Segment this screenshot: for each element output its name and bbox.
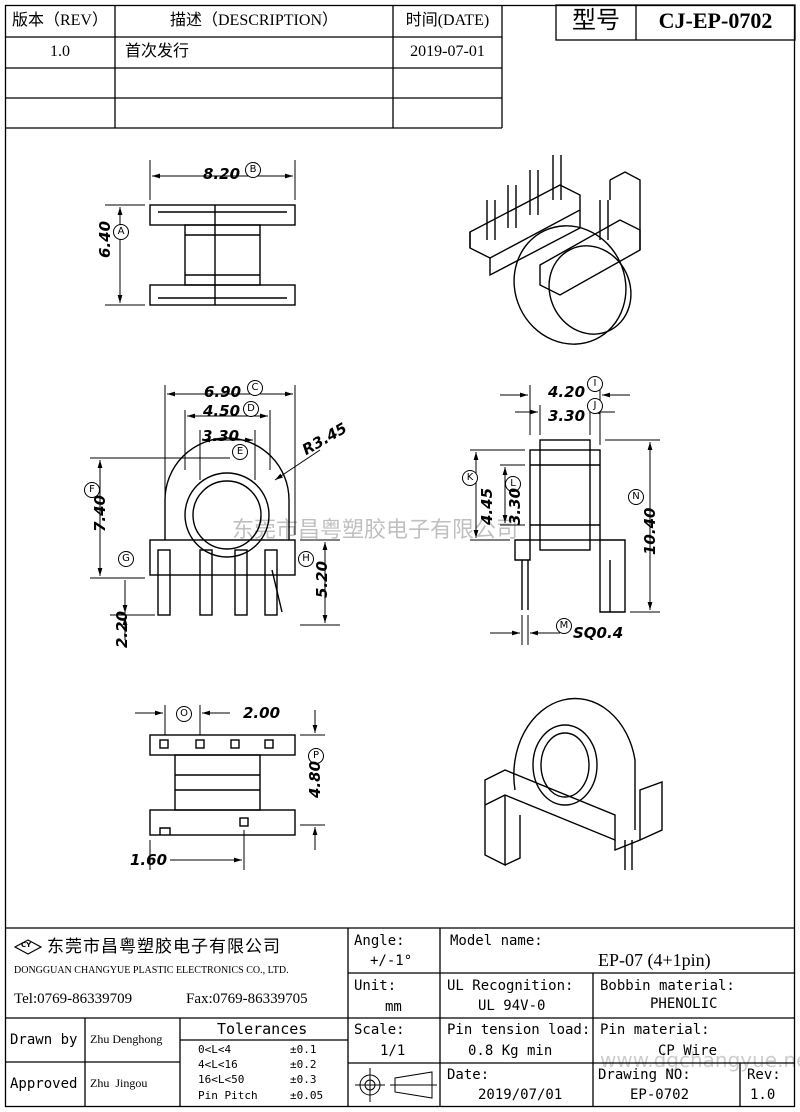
tol-value-4: ±0.05 [290, 1089, 324, 1102]
tag-o: O [176, 706, 192, 722]
dim-width-top: 8.20 [203, 165, 241, 183]
ul-value: UL 94V-0 [478, 998, 546, 1014]
pinmat-label: Pin material: [600, 1022, 710, 1038]
tag-n: N [628, 489, 644, 505]
company-logo: CY [21, 941, 32, 949]
tol-range-1: 0<L<4 [198, 1043, 232, 1056]
dim-offset: 1.60 [130, 851, 168, 869]
tol-value-2: ±0.2 [290, 1058, 317, 1071]
tag-c: C [247, 380, 263, 396]
company-name-cn: 东莞市昌粤塑胶电子有限公司 [47, 937, 281, 956]
date-cell: 2019-07-01 [410, 43, 485, 60]
drawing-label: Drawing NO: [598, 1067, 691, 1083]
dim-d: 4.50 [203, 402, 241, 420]
dim-h: 5.20 [313, 560, 331, 598]
dim-pitch: 2.00 [243, 704, 281, 722]
date-label: Date: [447, 1067, 490, 1083]
tension-label: Pin tension load: [447, 1022, 591, 1038]
tag-i: I [587, 376, 603, 392]
tag-g: G [118, 551, 134, 567]
scale-label: Scale: [354, 1022, 405, 1038]
company-tel: Tel:0769-86339709 [14, 991, 133, 1007]
tolerances-title: Tolerances [217, 1020, 308, 1038]
drawn-by-value: Zhu Denghong [90, 1032, 163, 1046]
rev-value: 1.0 [750, 1087, 776, 1103]
company-name-en: DONGGUAN CHANGYUE PLASTIC ELECTRONICS CO… [14, 965, 289, 976]
dim-p: 4.80 [306, 760, 324, 798]
dim-m: SQ0.4 [573, 624, 624, 642]
dim-e: 3.30 [202, 427, 240, 445]
rev-label: Rev: [747, 1067, 781, 1083]
tag-m: M [556, 618, 572, 634]
rev-cell: 1.0 [50, 43, 70, 60]
tag-d: D [243, 401, 259, 417]
approved-value: Zhu Jingou [90, 1076, 148, 1090]
model-number: CJ-EP-0702 [658, 8, 773, 33]
tag-e: E [232, 444, 248, 460]
drawn-by-label: Drawn by [10, 1032, 78, 1048]
desc-cell: 首次发行 [125, 43, 190, 60]
tension-value: 0.8 Kg min [468, 1043, 553, 1059]
watermark: 东莞市昌粤塑胶电子有限公司 [232, 518, 519, 543]
tag-l: L [505, 476, 521, 492]
angle-value: +/-1° [370, 953, 413, 969]
tol-value-3: ±0.3 [290, 1073, 317, 1086]
scale-value: 1/1 [380, 1043, 406, 1059]
dim-pin-len: 2.20 [113, 610, 131, 648]
tag-k: K [462, 470, 478, 486]
approved-label: Approved [10, 1076, 78, 1092]
dim-c: 6.90 [204, 383, 242, 401]
tol-range-2: 4<L<16 [198, 1058, 238, 1071]
model-name-label: Model name: [450, 933, 543, 949]
drawing-value: EP-0702 [630, 1087, 690, 1103]
rev-header: 版本（REV） [11, 12, 108, 29]
unit-value: mm [385, 999, 402, 1015]
tol-value-1: ±0.1 [290, 1043, 317, 1056]
tag-j: J [587, 398, 603, 414]
tag-a: A [113, 224, 129, 240]
model-label: 型号 [572, 8, 620, 34]
dim-f: 7.40 [91, 494, 109, 532]
date-value: 2019/07/01 [478, 1087, 563, 1103]
tag-h: H [298, 551, 314, 567]
projection-symbol-icon [350, 1065, 438, 1105]
bobbin-value: PHENOLIC [650, 996, 718, 1012]
unit-label: Unit: [354, 978, 397, 994]
model-name-value: EP-07 (4+1pin) [598, 950, 711, 970]
angle-label: Angle: [354, 933, 405, 949]
tol-range-3: 16<L<50 [198, 1073, 245, 1086]
desc-header: 描述（DESCRIPTION） [169, 12, 338, 29]
date-header: 时间(DATE) [405, 12, 490, 29]
dim-j: 3.30 [548, 407, 586, 425]
dim-height-top: 6.40 [96, 220, 114, 258]
tag-p: P [308, 748, 324, 764]
dim-n: 10.40 [641, 507, 659, 555]
company-fax: Fax:0769-86339705 [186, 991, 308, 1007]
watermark-url: www.dgchangyue.net [600, 1048, 800, 1072]
tol-range-4: Pin Pitch [198, 1089, 258, 1102]
ul-label: UL Recognition: [447, 978, 574, 994]
dim-i: 4.20 [548, 383, 586, 401]
tag-f: F [84, 482, 100, 498]
tag-b: B [245, 162, 261, 178]
bobbin-label: Bobbin material: [600, 978, 735, 994]
pinmat-value: CP Wire [658, 1043, 718, 1059]
